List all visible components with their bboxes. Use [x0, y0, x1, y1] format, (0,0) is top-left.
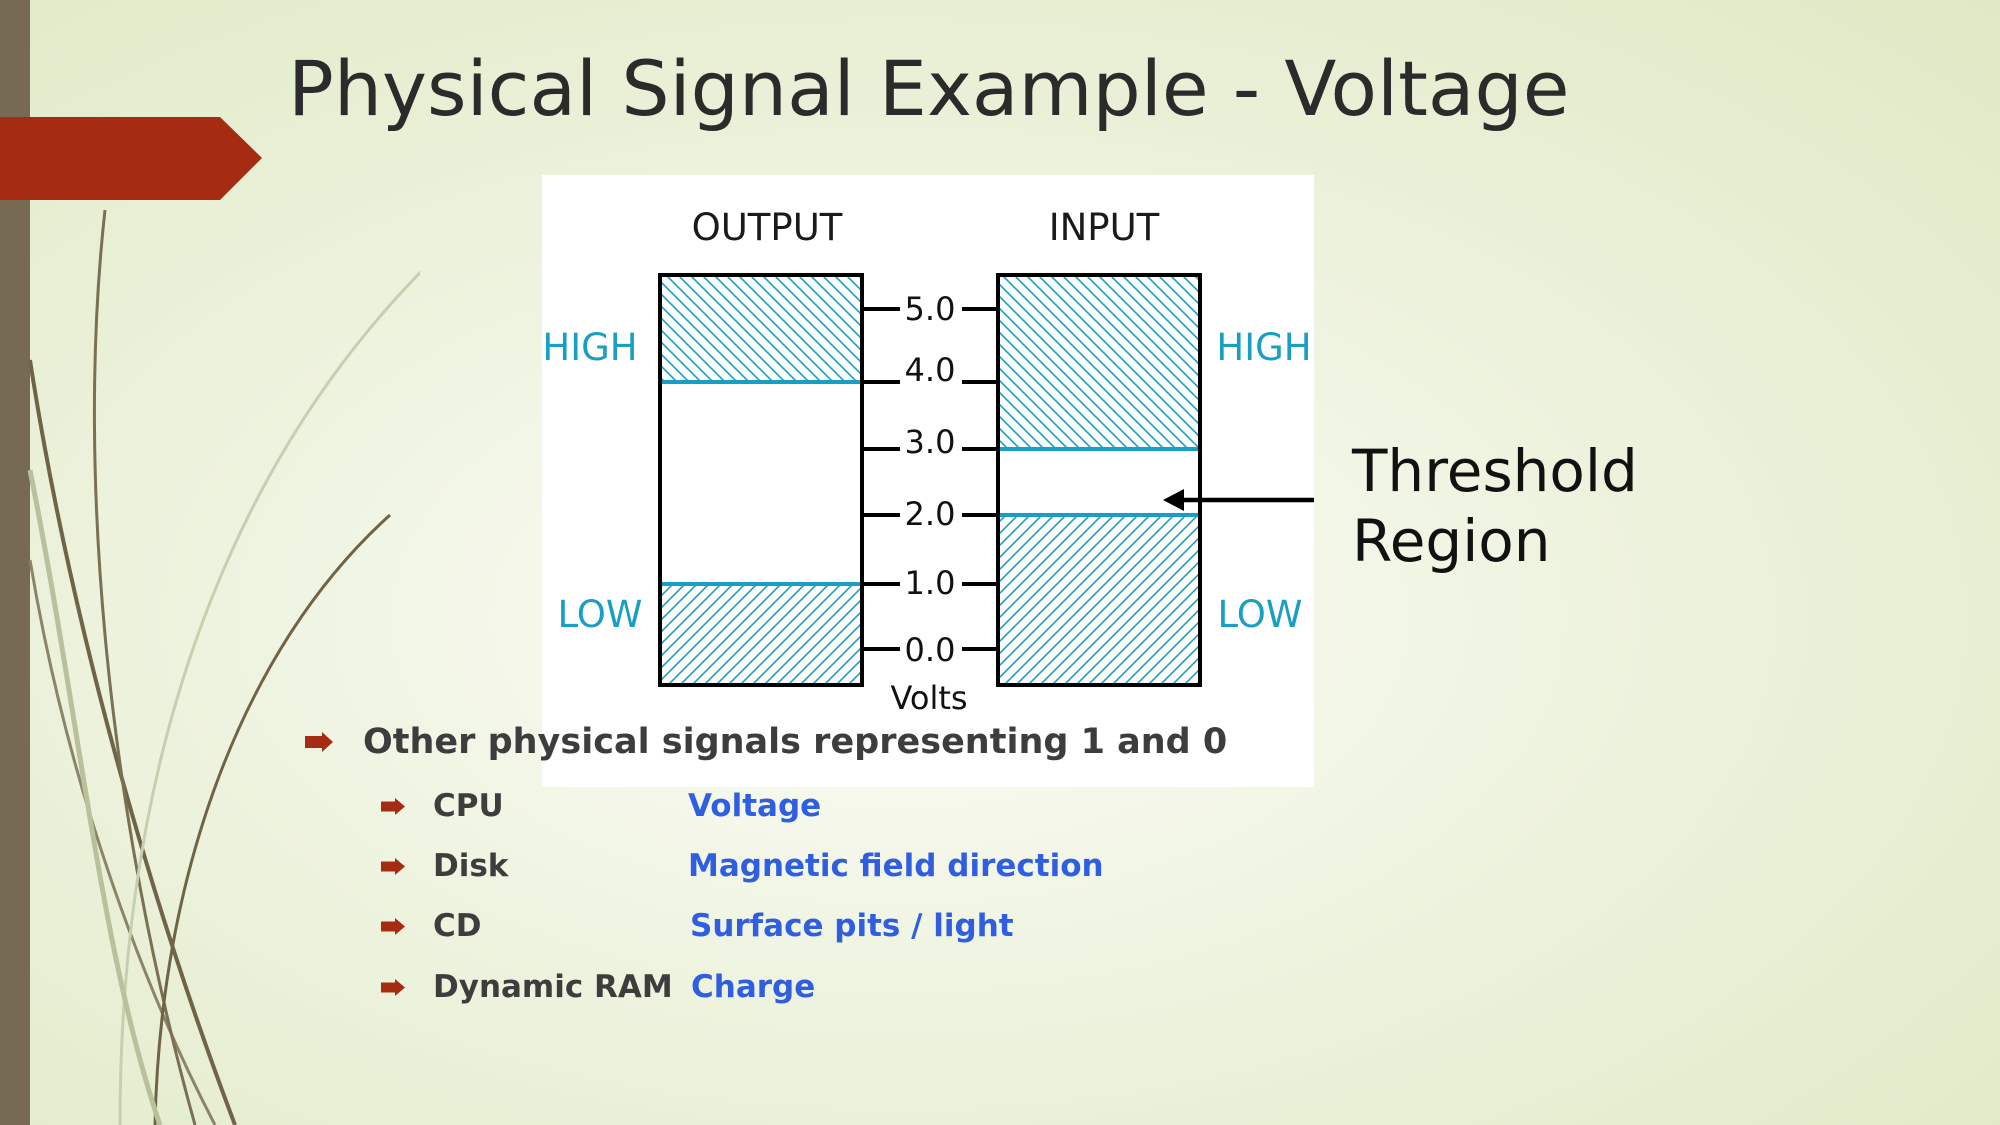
- input-high-label: HIGH: [1216, 326, 1311, 369]
- bullet-label: Disk: [433, 848, 509, 884]
- list-item: Disk: [381, 848, 508, 884]
- list-item: CD: [381, 908, 481, 944]
- tick-label-1-0: 1.0: [905, 564, 956, 602]
- output-high-label: HIGH: [542, 326, 637, 369]
- tick-label-4-0: 4.0: [905, 351, 956, 389]
- bullet-value: Magnetic field direction: [688, 848, 1104, 884]
- input-high-region: [998, 275, 1200, 449]
- bullet-arrow-icon: [305, 732, 333, 752]
- output-column-label: OUTPUT: [692, 206, 843, 249]
- threshold-annotation-line-2: Region: [1352, 507, 1551, 575]
- bullet-value: Voltage: [688, 788, 822, 824]
- output-low-label: LOW: [557, 593, 642, 636]
- input-column-label: INPUT: [1049, 206, 1160, 249]
- threshold-region-annotation: Threshold Region: [1352, 436, 1638, 576]
- tick-label-2-0: 2.0: [905, 495, 956, 533]
- bullet-label: CD: [433, 908, 482, 944]
- voltage-scale: 5.0 4.0 3.0 2.0 1.0 0.0: [862, 290, 998, 669]
- title-tab-arrow: [0, 117, 262, 200]
- tick-label-3-0: 3.0: [905, 423, 956, 461]
- decorative-curves: [27, 209, 420, 1125]
- output-low-region: [660, 584, 862, 683]
- bullet-arrow-icon: [381, 917, 405, 935]
- threshold-arrowhead-icon: [1163, 489, 1184, 511]
- list-item: Dynamic RAM: [381, 969, 673, 1005]
- input-low-region: [998, 515, 1200, 683]
- threshold-annotation-line-1: Threshold: [1352, 437, 1638, 505]
- bullet-arrow-icon: [381, 978, 405, 996]
- output-box: [658, 273, 864, 687]
- slide-title: Physical Signal Example - Voltage: [288, 44, 1570, 133]
- list-item: CPU: [381, 788, 504, 824]
- bullet-label: Dynamic RAM: [433, 969, 673, 1005]
- tick-label-0-0: 0.0: [905, 631, 956, 669]
- voltage-diagram: OUTPUT INPUT HIGH LOW HIGH LOW 5.0 4.0 3…: [542, 206, 1314, 717]
- tick-label-5-0: 5.0: [905, 290, 956, 328]
- input-low-label: LOW: [1217, 593, 1302, 636]
- main-bullet-text: Other physical signals representing 1 an…: [363, 722, 1228, 762]
- volts-axis-label: Volts: [890, 679, 967, 717]
- bullet-value: Charge: [691, 969, 816, 1005]
- bullet-label: CPU: [433, 788, 504, 824]
- bullet-value: Surface pits / light: [690, 908, 1014, 944]
- output-high-region: [660, 275, 862, 382]
- bullet-arrow-icon: [381, 857, 405, 875]
- bullet-arrow-icon: [381, 797, 405, 815]
- main-bullet: Other physical signals representing 1 an…: [305, 722, 1227, 762]
- input-box: [996, 273, 1202, 687]
